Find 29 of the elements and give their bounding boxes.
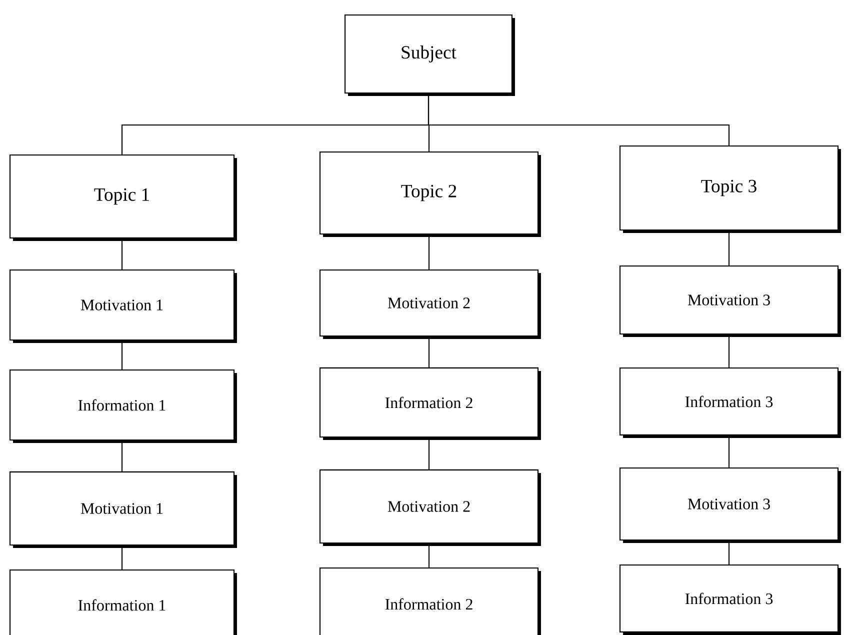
box: Topic 3: [619, 145, 841, 233]
box: Motivation 3: [619, 265, 841, 337]
connector-line: [121, 440, 123, 472]
connector-line: [428, 544, 430, 568]
connector-line: [428, 94, 730, 146]
box: Information 3: [619, 564, 841, 635]
connector-line: [728, 436, 730, 468]
box: Motivation 2: [319, 469, 541, 546]
box: Subject: [344, 14, 515, 96]
connector-line: [428, 438, 430, 470]
box: Information 3: [619, 368, 841, 438]
box: Information 1: [9, 569, 237, 635]
connector-line: [121, 546, 123, 570]
box: Topic 2: [319, 151, 541, 237]
box: Motivation 3: [619, 467, 841, 543]
box: Information 1: [9, 369, 237, 443]
box: Motivation 1: [9, 269, 237, 343]
connector-line: [728, 230, 730, 266]
connector-line: [428, 336, 430, 368]
connector-line: [728, 334, 730, 368]
connector-line: [121, 238, 123, 270]
connector-line: [121, 340, 123, 370]
box: Motivation 2: [319, 269, 541, 339]
box: Information 2: [319, 367, 541, 440]
box: Motivation 1: [9, 471, 237, 548]
box: Topic 1: [9, 154, 237, 241]
box: Information 2: [319, 567, 541, 635]
connector-line: [428, 234, 430, 270]
connector-line: [728, 540, 730, 564]
